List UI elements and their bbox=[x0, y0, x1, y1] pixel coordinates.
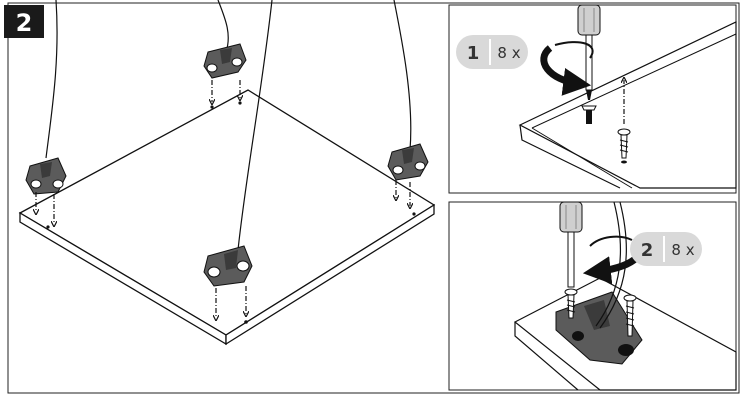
mounting-clip bbox=[25, 157, 67, 195]
panel-side-edge bbox=[225, 203, 435, 346]
screw-hole bbox=[238, 101, 242, 105]
step-badge: 2 bbox=[4, 5, 44, 38]
suspension-wire bbox=[217, 0, 229, 53]
screw bbox=[623, 294, 637, 337]
mounting-clip bbox=[203, 43, 247, 79]
rotate-arrow bbox=[540, 45, 592, 96]
step-quantity-badge: 1 8 x bbox=[456, 35, 528, 69]
detail-panel-screw-tighten: 2 8 x bbox=[448, 201, 737, 391]
suspension-wire bbox=[599, 201, 627, 329]
main-panel-illustration bbox=[18, 0, 436, 346]
rotate-arrow-tail bbox=[554, 41, 594, 59]
screw bbox=[564, 288, 578, 319]
screw-hole bbox=[412, 212, 416, 216]
screwdriver bbox=[559, 201, 583, 288]
screw-hole bbox=[210, 105, 214, 109]
step-number: 2 bbox=[16, 9, 33, 37]
screw-hole bbox=[46, 225, 50, 229]
step-quantity-badge: 2 8 x bbox=[630, 232, 702, 266]
quantity-label: 8 x bbox=[497, 44, 520, 62]
screw bbox=[617, 128, 631, 164]
outer-frame bbox=[7, 2, 740, 394]
detail-panel-screw-insert: 1 8 x bbox=[448, 4, 737, 194]
suspension-wire bbox=[393, 0, 412, 151]
detail-step-number: 2 bbox=[641, 240, 654, 261]
mounting-clip bbox=[203, 245, 253, 287]
quantity-label: 8 x bbox=[671, 241, 694, 259]
rotate-arrow-tail bbox=[589, 235, 633, 247]
suspension-wire bbox=[237, 0, 273, 251]
detail-step-number: 1 bbox=[467, 43, 480, 64]
screw-hole bbox=[244, 320, 248, 324]
mounting-clip bbox=[387, 143, 429, 181]
suspension-wire bbox=[45, 0, 58, 159]
screw bbox=[581, 105, 597, 124]
panel-top-face bbox=[18, 89, 436, 336]
